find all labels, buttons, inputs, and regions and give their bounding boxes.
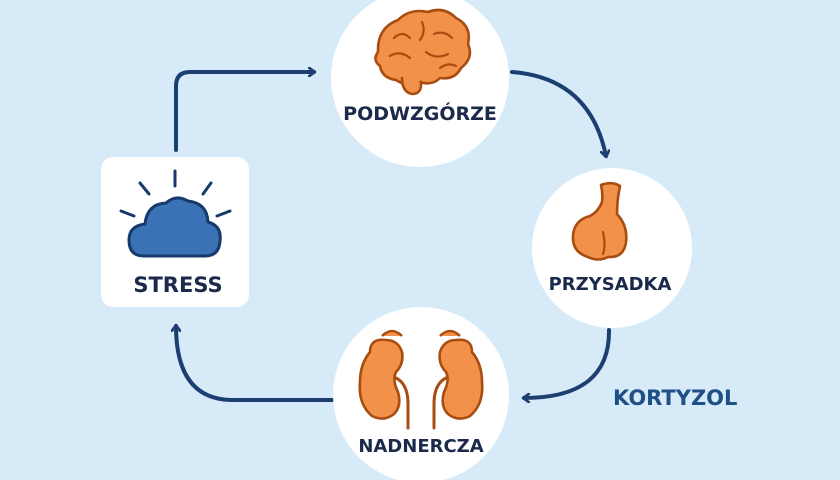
node-stress: STRESS [101,157,249,307]
cortisol-label: KORTYZOL [613,386,737,410]
pituitary-label: PRZYSADKA [549,274,672,295]
kidneys-icon [358,329,484,430]
pituitary-gland-icon [571,181,628,261]
node-pituitary: PRZYSADKA [532,168,692,328]
arrow-pituitary-to-adrenal [524,328,612,398]
storm-cloud-icon [119,169,232,258]
brain-icon [374,8,472,96]
node-adrenal: NADNERCZA [333,307,509,480]
stress-label: STRESS [133,273,222,297]
node-hypothalamus: PODWZGÓRZE [331,0,509,167]
hypothalamus-label: PODWZGÓRZE [343,101,497,125]
arrow-adrenal-to-stress [176,326,334,402]
adrenal-label: NADNERCZA [358,436,483,457]
arrow-hypothalamus-to-pituitary [510,70,606,156]
arrow-stress-to-hypothalamus [174,72,314,152]
